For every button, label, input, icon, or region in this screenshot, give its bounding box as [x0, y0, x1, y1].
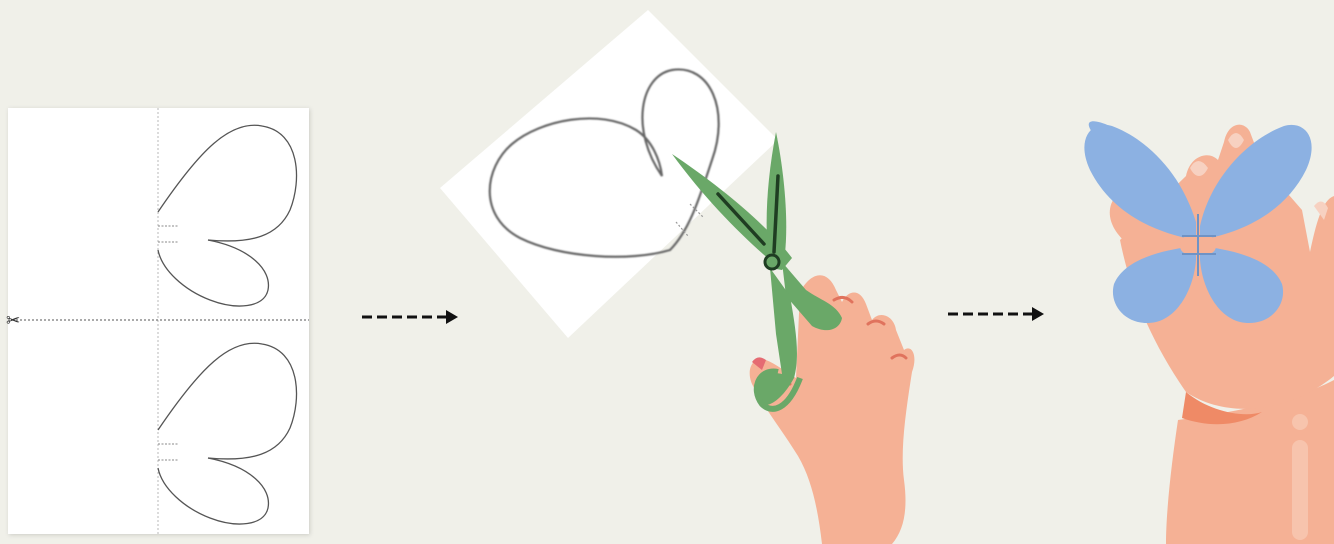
- step-cutting-out: [440, 10, 914, 544]
- step-printed-template: ✂: [6, 108, 309, 534]
- scissors-pivot: [765, 255, 779, 269]
- step-butterfly-on-finger: [1084, 121, 1334, 544]
- rotated-paper-piece: [440, 10, 778, 338]
- scissors-blade-edge: [718, 194, 764, 244]
- scissors-icon: ✂: [6, 311, 20, 331]
- arrow-right-icon: [948, 307, 1044, 321]
- wrist-highlight: [1292, 440, 1308, 540]
- wrist-highlight: [1292, 414, 1308, 430]
- arrow-right-icon: [362, 310, 458, 324]
